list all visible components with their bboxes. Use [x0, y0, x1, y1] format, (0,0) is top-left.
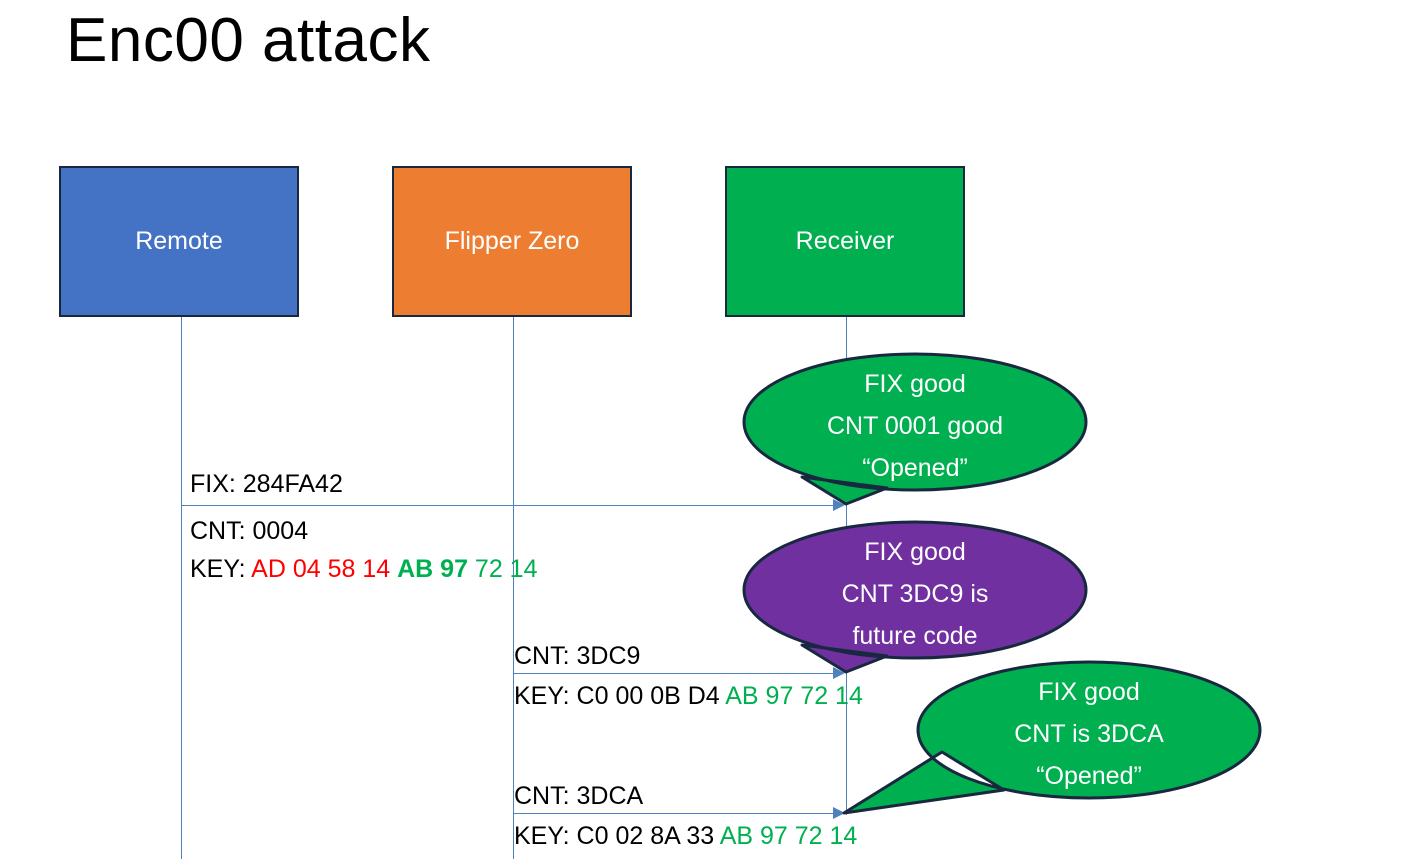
message-1-key-red: AD 04 58 14 — [251, 555, 398, 583]
message-1-fix-label: FIX: 284FA42 — [190, 470, 343, 498]
message-2-key-prefix: KEY: C0 00 0B D4 — [514, 682, 726, 710]
message-arrowhead-3 — [833, 807, 845, 819]
message-1-body: CNT: 0004 KEY: AD 04 58 14 AB 97 72 14 — [190, 512, 537, 588]
message-3-cnt-label: CNT: 3DCA — [514, 782, 644, 810]
callout-balloon-2-shape — [742, 520, 1088, 674]
message-3-key-green: AB 97 72 14 — [719, 822, 858, 850]
message-2-cnt-label: CNT: 3DC9 — [514, 642, 641, 670]
callout-receiver-response-1: FIX good CNT 0001 good “Opened” — [742, 352, 1088, 506]
message-2-key-label: KEY: C0 00 0B D4 AB 97 72 14 — [514, 677, 863, 715]
actor-label-receiver: Receiver — [795, 227, 895, 255]
page-title: Enc00 attack — [66, 6, 431, 75]
actor-box-flipper[interactable]: Flipper Zero — [392, 166, 632, 317]
callout-balloon-3-shape — [842, 660, 1262, 815]
message-3-key-prefix: KEY: C0 02 8A 33 — [514, 822, 720, 850]
message-3-key-label: KEY: C0 02 8A 33 AB 97 72 14 — [514, 817, 857, 855]
actor-label-remote: Remote — [135, 227, 223, 255]
lifeline-flipper — [513, 317, 514, 859]
message-1-key-label: KEY: AD 04 58 14 AB 97 72 14 — [190, 550, 537, 588]
message-arrow-2 — [513, 673, 835, 674]
actor-box-remote[interactable]: Remote — [59, 166, 299, 317]
callout-receiver-response-3: FIX good CNT is 3DCA “Opened” — [842, 660, 1262, 815]
callout-receiver-response-2: FIX good CNT 3DC9 is future code — [742, 520, 1088, 674]
message-arrow-1 — [181, 505, 835, 506]
message-1-cnt-label: CNT: 0004 — [190, 517, 309, 545]
actor-box-receiver[interactable]: Receiver — [725, 166, 965, 317]
lifeline-remote — [181, 317, 182, 859]
callout-balloon-1-shape — [742, 352, 1088, 506]
actor-label-flipper: Flipper Zero — [444, 227, 580, 255]
message-1-key-prefix: KEY: — [190, 555, 252, 583]
message-2-key-green: AB 97 72 14 — [725, 682, 863, 710]
message-1-key-green: 72 14 — [474, 555, 538, 583]
message-1-key-green-bold: AB 97 — [397, 555, 475, 583]
message-arrow-3 — [513, 813, 835, 814]
